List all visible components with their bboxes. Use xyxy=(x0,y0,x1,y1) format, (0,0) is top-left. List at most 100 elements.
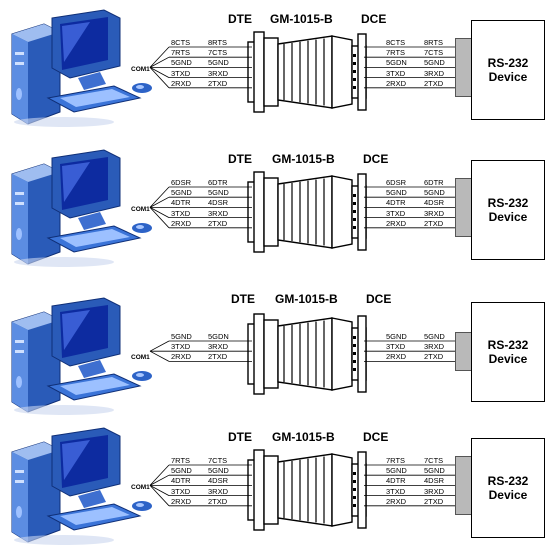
left-pin-dce: 5GND xyxy=(208,58,229,68)
left-pin-dce: 3RXD xyxy=(208,486,229,496)
left-pin-dce: 4DSR xyxy=(208,198,229,208)
right-pin-adapter: 3TXD xyxy=(386,208,406,218)
dce-label: DCE xyxy=(366,292,392,306)
computer-icon xyxy=(11,149,152,267)
left-pin-dte: 5GND xyxy=(171,466,192,476)
right-pin-device: 2TXD xyxy=(424,78,444,88)
adapter-connector-icon xyxy=(247,313,367,395)
device-label-line2: Device xyxy=(488,352,528,366)
left-pin-dce: 4DSR xyxy=(208,476,229,486)
right-pin-adapter: 2RXD xyxy=(386,78,407,88)
adapter-connector-icon xyxy=(247,449,367,531)
device-label-line2: Device xyxy=(488,70,528,84)
right-pin-adapter: 3TXD xyxy=(386,68,406,78)
com-port-label: COM1 xyxy=(131,484,150,491)
right-pin-device: 2TXD xyxy=(424,496,444,506)
device-label-line1: RS-232 xyxy=(487,474,529,488)
left-pin-dte: 5GND xyxy=(171,332,192,341)
left-pin-dte: 6DSR xyxy=(171,178,192,187)
left-pin-dte: 5GND xyxy=(171,58,192,68)
left-pin-dce: 6DTR xyxy=(208,178,228,187)
right-pin-device: 3RXD xyxy=(424,342,445,352)
left-pin-dce: 2TXD xyxy=(208,218,228,228)
left-pin-dce: 3RXD xyxy=(208,208,229,218)
right-pin-adapter: 2RXD xyxy=(386,352,407,362)
right-pin-device: 5GND xyxy=(424,466,445,476)
model-label: GM-1015-B xyxy=(272,430,335,444)
right-pin-adapter: 5GND xyxy=(386,466,407,476)
left-pin-dte: 4DTR xyxy=(171,476,191,486)
left-pin-dce: 8RTS xyxy=(208,38,228,47)
right-pin-device: 7CTS xyxy=(424,456,444,465)
device-label-line1: RS-232 xyxy=(487,338,529,352)
signal-wires xyxy=(149,186,455,229)
dte-label: DTE xyxy=(228,12,252,26)
right-pin-device: 6DTR xyxy=(424,178,444,187)
left-pin-dte: 3TXD xyxy=(171,342,191,352)
right-pin-device: 4DSR xyxy=(424,198,445,208)
adapter-connector-icon xyxy=(247,171,367,253)
left-pin-dce: 3RXD xyxy=(208,342,229,352)
left-pin-dce: 5GDN xyxy=(208,332,229,341)
signal-wires xyxy=(149,340,455,362)
model-label: GM-1015-B xyxy=(272,152,335,166)
right-pin-adapter: 5GND xyxy=(386,332,407,341)
left-pin-dte: 3TXD xyxy=(171,68,191,78)
left-pin-dce: 5GND xyxy=(208,188,229,198)
left-pin-dce: 5GND xyxy=(208,466,229,476)
left-pin-dce: 3RXD xyxy=(208,68,229,78)
left-pin-dte: 2RXD xyxy=(171,496,192,506)
left-pin-dte: 2RXD xyxy=(171,78,192,88)
right-pin-adapter: 2RXD xyxy=(386,218,407,228)
left-pin-dce: 2TXD xyxy=(208,496,228,506)
right-pin-adapter: 6DSR xyxy=(386,178,407,187)
dce-label: DCE xyxy=(361,12,387,26)
left-pin-dce: 7CTS xyxy=(208,456,228,465)
right-pin-device: 7CTS xyxy=(424,48,444,58)
dce-label: DCE xyxy=(363,430,389,444)
left-pin-dte: 5GND xyxy=(171,188,192,198)
com-port-label: COM1 xyxy=(131,206,150,213)
right-pin-adapter: 5GND xyxy=(386,188,407,198)
device-label-line2: Device xyxy=(488,488,528,502)
right-pin-device: 5GND xyxy=(424,188,445,198)
right-pin-adapter: 5GDN xyxy=(386,58,407,68)
right-pin-device: 4DSR xyxy=(424,476,445,486)
right-pin-device: 3RXD xyxy=(424,208,445,218)
left-pin-dte: 3TXD xyxy=(171,486,191,496)
right-pin-adapter: 8CTS xyxy=(386,38,406,47)
right-pin-adapter: 2RXD xyxy=(386,496,407,506)
device-label-line1: RS-232 xyxy=(487,196,529,210)
dce-label: DCE xyxy=(363,152,389,166)
right-pin-device: 2TXD xyxy=(424,218,444,228)
computer-icon xyxy=(11,297,152,415)
dte-label: DTE xyxy=(228,152,252,166)
left-pin-dte: 7RTS xyxy=(171,456,191,465)
right-pin-device: 8RTS xyxy=(424,38,444,47)
right-pin-device: 3RXD xyxy=(424,486,445,496)
left-pin-dte: 7RTS xyxy=(171,48,191,58)
left-pin-dce: 7CTS xyxy=(208,48,228,58)
com-port-label: COM1 xyxy=(131,354,150,361)
left-pin-dte: 2RXD xyxy=(171,218,192,228)
model-label: GM-1015-B xyxy=(275,292,338,306)
left-pin-dte: 3TXD xyxy=(171,208,191,218)
right-pin-adapter: 7RTS xyxy=(386,456,406,465)
dte-label: DTE xyxy=(228,430,252,444)
right-pin-adapter: 3TXD xyxy=(386,486,406,496)
right-pin-device: 3RXD xyxy=(424,68,445,78)
right-pin-adapter: 7RTS xyxy=(386,48,406,58)
right-pin-adapter: 4DTR xyxy=(386,476,406,486)
right-pin-device: 2TXD xyxy=(424,352,444,362)
computer-icon xyxy=(11,9,152,127)
device-label-line2: Device xyxy=(488,210,528,224)
device-label-line1: RS-232 xyxy=(487,56,529,70)
